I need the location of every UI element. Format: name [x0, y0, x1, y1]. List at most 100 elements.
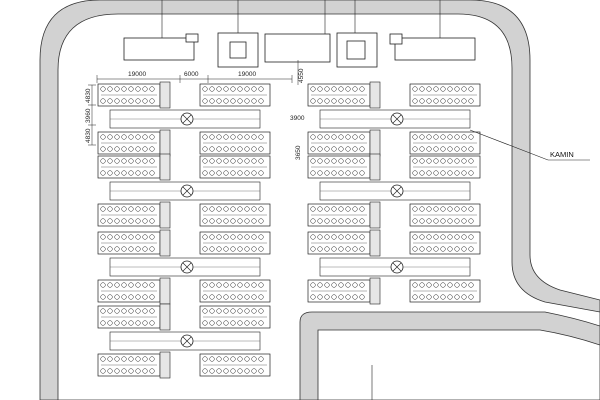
seat-mark	[237, 146, 243, 152]
seat-mark	[251, 134, 257, 140]
seat-mark	[142, 356, 148, 362]
seat-mark	[223, 294, 229, 300]
seat-mark	[128, 282, 134, 288]
seat-mark	[128, 368, 134, 374]
seat-mark	[258, 320, 264, 326]
seat-mark	[412, 246, 418, 252]
seat-mark	[237, 86, 243, 92]
dim-right-b: 3650	[295, 145, 302, 160]
seat-mark	[324, 146, 330, 152]
dim-top-mid: 6000	[184, 71, 199, 78]
seat-mark	[331, 86, 337, 92]
seat-mark	[107, 294, 113, 300]
seat-mark	[114, 356, 120, 362]
seat-mark	[447, 86, 453, 92]
seat-mark	[107, 368, 113, 374]
seat-mark	[461, 282, 467, 288]
seat-mark	[142, 308, 148, 314]
seat-mark	[107, 308, 113, 314]
seat-mark	[223, 282, 229, 288]
seat-mark	[121, 234, 127, 240]
seat-mark	[258, 134, 264, 140]
seat-mark	[114, 134, 120, 140]
seat-mark	[135, 246, 141, 252]
seat-mark	[338, 98, 344, 104]
seat-mark	[426, 246, 432, 252]
seat-mark	[251, 320, 257, 326]
seat-mark	[359, 234, 365, 240]
seat-mark	[251, 98, 257, 104]
seat-mark	[412, 170, 418, 176]
seat-mark	[142, 98, 148, 104]
seat-mark	[135, 218, 141, 224]
seat-mark	[317, 234, 323, 240]
seat-mark	[412, 86, 418, 92]
seat-mark	[359, 86, 365, 92]
seat-mark	[244, 98, 250, 104]
seat-mark	[426, 218, 432, 224]
seat-mark	[258, 158, 264, 164]
seat-mark	[244, 146, 250, 152]
seat-mark	[114, 234, 120, 240]
seat-mark	[121, 320, 127, 326]
seat-mark	[149, 234, 155, 240]
dimension-annotations	[88, 60, 299, 146]
stair-box	[369, 153, 381, 181]
seat-mark	[100, 234, 106, 240]
seat-mark	[419, 98, 425, 104]
seat-mark	[426, 170, 432, 176]
seat-mark	[440, 206, 446, 212]
pavilion-left-inner	[229, 41, 247, 59]
seat-mark	[338, 86, 344, 92]
seat-mark	[216, 134, 222, 140]
seat-mark	[216, 170, 222, 176]
seat-mark	[149, 282, 155, 288]
seat-mark	[345, 206, 351, 212]
seat-mark	[468, 158, 474, 164]
seat-mark	[237, 218, 243, 224]
seat-mark	[258, 86, 264, 92]
dim-right-a: 3900	[290, 115, 305, 122]
seat-mark	[100, 170, 106, 176]
seat-mark	[258, 246, 264, 252]
seat-mark	[216, 86, 222, 92]
seat-mark	[468, 134, 474, 140]
seat-mark	[223, 98, 229, 104]
seat-mark	[121, 86, 127, 92]
seat-mark	[345, 146, 351, 152]
seat-mark	[142, 320, 148, 326]
seat-mark	[433, 282, 439, 288]
seat-mark	[216, 158, 222, 164]
seat-mark	[440, 98, 446, 104]
seat-mark	[331, 170, 337, 176]
seat-mark	[454, 146, 460, 152]
seat-mark	[468, 294, 474, 300]
seat-mark	[223, 146, 229, 152]
seat-mark	[149, 294, 155, 300]
seat-mark	[100, 158, 106, 164]
seat-mark	[223, 218, 229, 224]
building-small-right	[389, 33, 403, 45]
seat-mark	[345, 98, 351, 104]
seat-mark	[209, 356, 215, 362]
seat-mark	[100, 368, 106, 374]
housing-clusters	[97, 81, 481, 379]
seat-mark	[244, 206, 250, 212]
seat-mark	[419, 294, 425, 300]
seat-mark	[310, 282, 316, 288]
seat-mark	[468, 234, 474, 240]
seat-mark	[202, 356, 208, 362]
dim-vert-top: 4550	[298, 68, 305, 83]
seat-mark	[251, 170, 257, 176]
seat-mark	[121, 356, 127, 362]
seat-mark	[454, 234, 460, 240]
seat-mark	[461, 170, 467, 176]
seat-mark	[135, 234, 141, 240]
stair-box	[369, 277, 381, 305]
seat-mark	[324, 158, 330, 164]
seat-mark	[454, 246, 460, 252]
seat-mark	[461, 206, 467, 212]
seat-mark	[317, 158, 323, 164]
seat-mark	[135, 320, 141, 326]
seat-mark	[317, 146, 323, 152]
